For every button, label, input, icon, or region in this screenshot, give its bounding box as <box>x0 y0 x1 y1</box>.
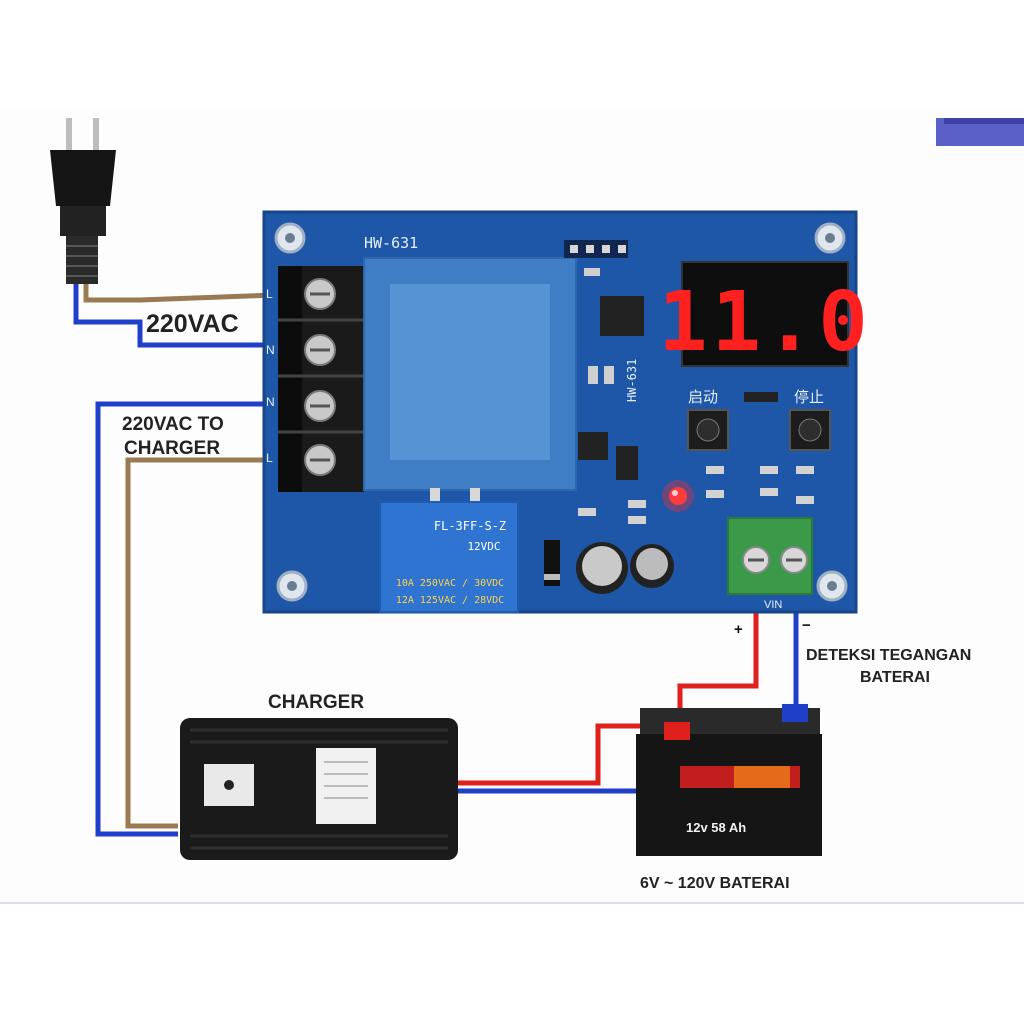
smd-resistors <box>578 392 814 524</box>
terminal-label-4: L <box>266 451 273 465</box>
vin-label: VIN <box>764 599 782 611</box>
vin-minus-sign: − <box>802 617 811 634</box>
capacitor-1 <box>576 542 628 594</box>
board-model-vertical: HW-631 <box>625 359 639 402</box>
terminal-label-3: N <box>266 395 275 409</box>
vin-plus-sign: + <box>734 621 743 638</box>
relay-rating-1: 10A 250VAC / 30VDC <box>396 578 504 589</box>
display-value: 11.0 <box>658 275 871 370</box>
controller-board: HW-631 L N N L <box>262 210 871 614</box>
terminal-label-2: N <box>266 343 275 357</box>
wire-charger-live <box>125 457 276 829</box>
terminal-label-1: L <box>266 287 273 301</box>
charger-label: CHARGER <box>268 692 364 713</box>
ac-to-charger-label-line1: 220VAC TO <box>122 414 224 435</box>
capacitor-2 <box>630 544 674 588</box>
battery: 12v 58 Ah <box>636 704 822 856</box>
header-pins <box>564 240 628 258</box>
smd-components <box>578 268 644 480</box>
ac-input-label: 220VAC <box>146 310 239 338</box>
transformer <box>363 257 577 502</box>
relay-rating-2: 12A 125VAC / 28VDC <box>396 595 504 606</box>
ac-terminal-block <box>278 266 364 492</box>
led-indicator-icon <box>662 480 694 512</box>
wire-ac-neutral <box>73 282 276 348</box>
wire-charger-neutral <box>95 401 276 837</box>
stop-button-label: 停止 <box>794 388 824 406</box>
battery-detect-label-line1: DETEKSI TEGANGAN <box>806 647 971 664</box>
battery-spec: 12v 58 Ah <box>686 820 746 835</box>
start-button[interactable] <box>687 409 729 451</box>
ac-to-charger-label-line2: CHARGER <box>124 438 220 459</box>
voltage-display: 11.0 <box>658 261 871 370</box>
relay-model: FL-3FF-S-Z <box>434 519 506 533</box>
battery-range-label: 6V ~ 120V BATERAI <box>640 875 790 892</box>
start-button-label: 启动 <box>688 388 718 406</box>
relay: FL-3FF-S-Z 12VDC 10A 250VAC / 30VDC 12A … <box>379 501 519 613</box>
vin-terminal <box>727 517 813 595</box>
stop-button[interactable] <box>789 409 831 451</box>
power-plug-icon <box>50 118 116 284</box>
charger-unit <box>180 718 458 860</box>
board-model-label: HW-631 <box>364 234 418 252</box>
relay-coil: 12VDC <box>467 540 500 553</box>
battery-detect-label-line2: BATERAI <box>860 669 930 686</box>
wire-ac-live <box>83 282 277 303</box>
